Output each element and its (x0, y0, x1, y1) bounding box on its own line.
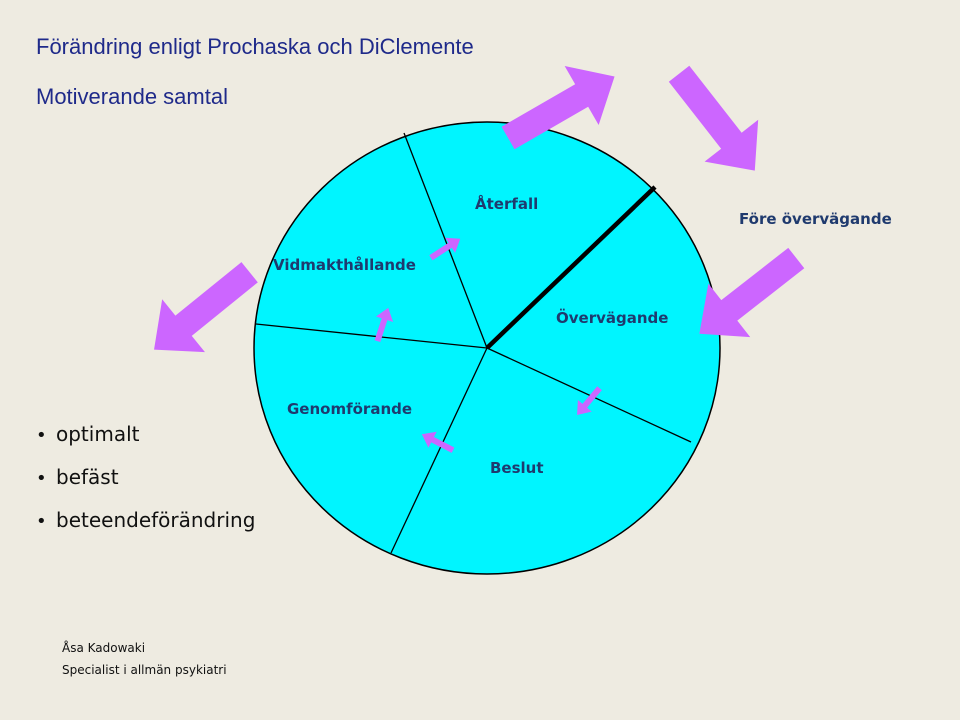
label-vidmakthallande: Vidmakthållande (273, 256, 416, 274)
segment-line-top-left (403, 132, 488, 349)
inner-arrow-genomforande-to-vidmakthallande-icon (374, 307, 394, 343)
inner-arrow-beslut-to-genomforande-icon (421, 431, 455, 453)
bullet-item: beteendeförändring (36, 506, 255, 549)
label-genomforande: Genomförande (287, 400, 412, 418)
bullet-list: optimalt befäst beteendeförändring (36, 420, 255, 549)
bullet-item: optimalt (36, 420, 255, 463)
segment-line-bottom (390, 347, 488, 554)
label-fore-overvagande: Före övervägande (739, 210, 892, 228)
segment-line-left (255, 323, 488, 349)
author-block: Åsa Kadowaki Specialist i allmän psykiat… (62, 637, 227, 681)
author-role: Specialist i allmän psykiatri (62, 663, 227, 677)
inner-arrow-vidmakthallande-to-aterfall-icon (429, 237, 461, 261)
outer-arrow-exit-icon (501, 66, 615, 150)
segment-line-right (486, 347, 692, 443)
label-overvagande: Övervägande (556, 308, 668, 327)
outer-arrow-down-right-icon (668, 65, 759, 171)
segment-line-exit-thick (485, 185, 657, 350)
outer-arrow-exit-left-icon (154, 262, 258, 353)
author-name: Åsa Kadowaki (62, 641, 146, 655)
inner-arrow-overvagande-to-beslut-icon (577, 386, 602, 416)
page-subtitle: Motiverande samtal (36, 84, 228, 109)
label-aterfall: Återfall (475, 194, 538, 213)
bullet-item: befäst (36, 463, 255, 506)
label-beslut: Beslut (490, 459, 544, 477)
outer-arrow-into-circle-icon (699, 247, 805, 338)
page-title: Förändring enligt Prochaska och DiClemen… (36, 34, 474, 59)
